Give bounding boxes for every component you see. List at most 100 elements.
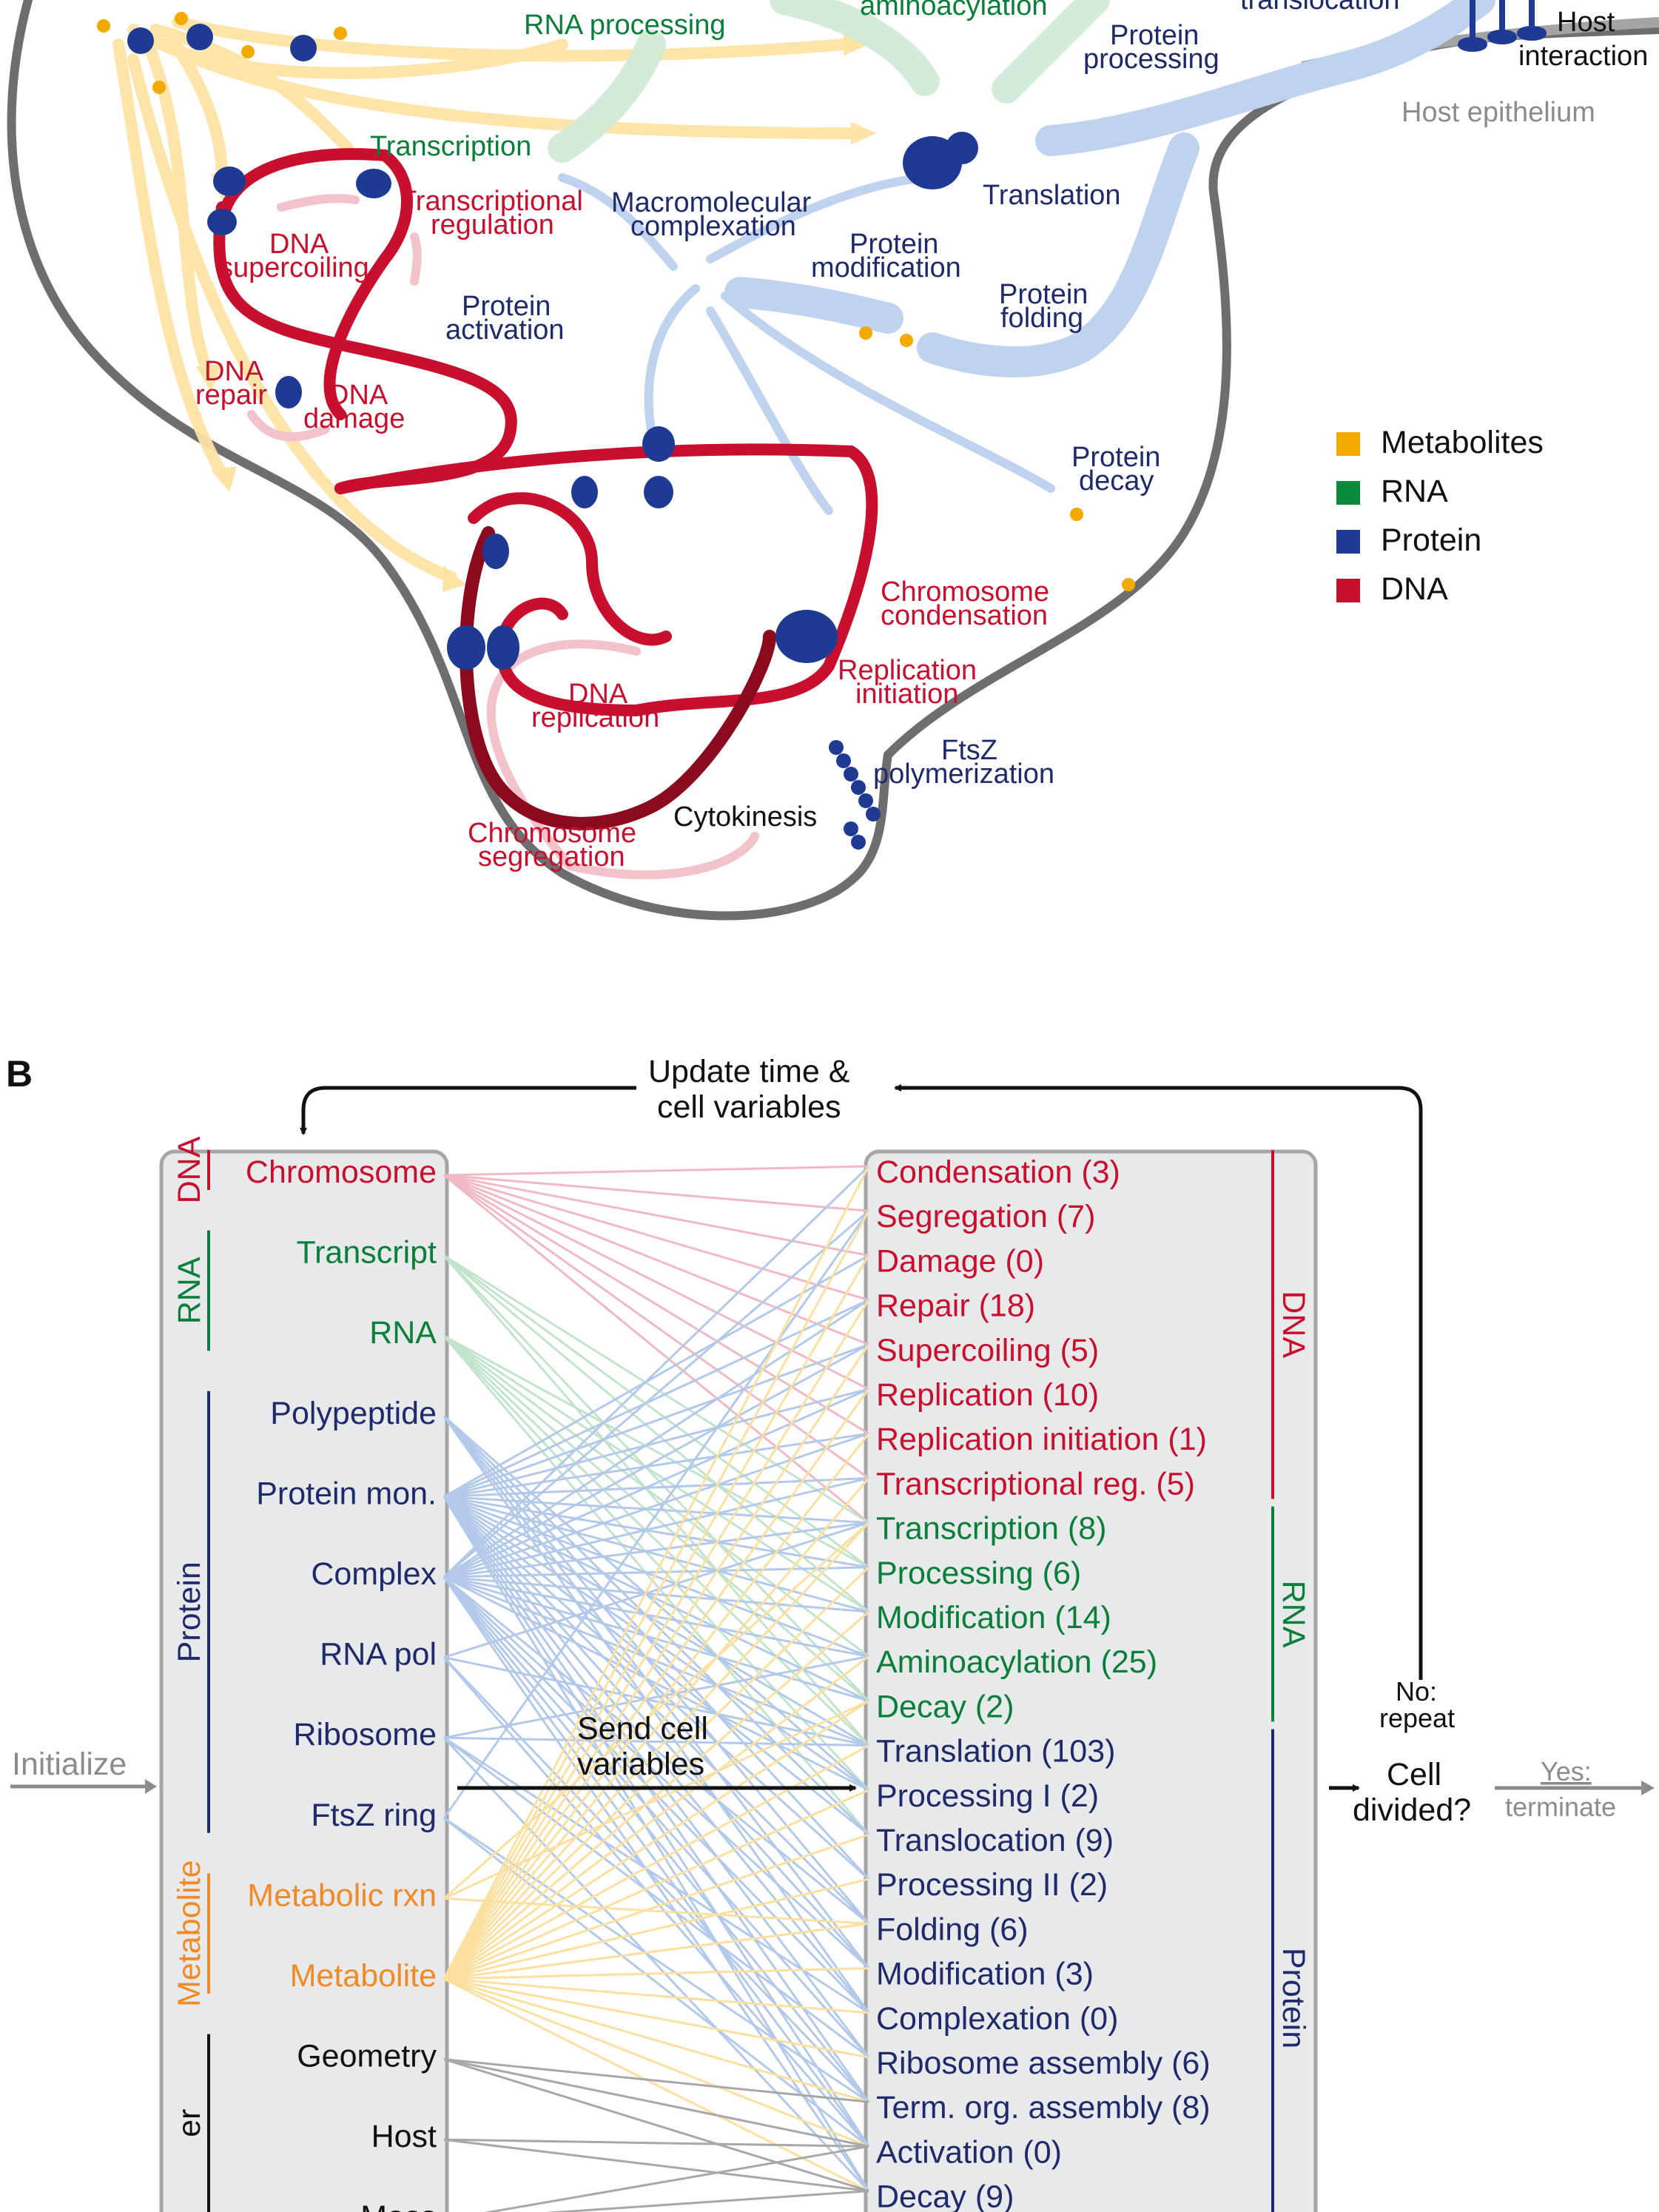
state-label: Metabolic rxn [247, 1877, 437, 1913]
label-protein-folding-1: Protein [999, 279, 1088, 310]
connection-line [443, 2058, 869, 2148]
protein-flux-thin [558, 173, 1055, 515]
legend-label-dna: DNA [1381, 571, 1448, 607]
state-label: Complex [311, 1556, 437, 1592]
connection-line [443, 1165, 869, 1177]
process-label: Decay (9) [876, 2179, 1014, 2212]
label-replication-initiation-2: initiation [855, 679, 958, 710]
connection-line [443, 1977, 869, 2059]
state-label: FtsZ ring [311, 1798, 437, 1833]
legend-swatch-protein [1336, 530, 1360, 554]
connection-line [442, 1566, 870, 1980]
state-group-label: Protein [172, 1561, 207, 1662]
connection-line [442, 1496, 870, 2192]
no-label-1: No: [1396, 1676, 1437, 1707]
metabolite-dots [97, 12, 1135, 591]
label-dna-repair-1: DNA [204, 356, 264, 387]
process-label: Processing I (2) [876, 1778, 1099, 1814]
state-label: RNA pol [320, 1637, 437, 1673]
label-dna-damage-2: damage [303, 403, 405, 434]
connection-line [443, 1977, 869, 2103]
label-protein-folding-2: folding [1000, 303, 1083, 334]
connection-line [442, 1522, 870, 1980]
connection-lines [442, 1165, 870, 2212]
connection-line [443, 1736, 869, 1747]
update-label-1: Update time & [648, 1054, 850, 1089]
state-label: Protein mon. [256, 1476, 437, 1511]
label-dna-replication-2: replication [531, 702, 659, 733]
update-loop-arrow [894, 1084, 1423, 1680]
connection-line [443, 1495, 869, 1524]
state-group-label: er [172, 2109, 207, 2137]
connection-line [443, 1388, 869, 1579]
connection-line [443, 1334, 869, 1569]
connection-line [442, 1210, 870, 1819]
connection-line [443, 1522, 869, 1900]
state-label: Polypeptide [270, 1396, 437, 1431]
connection-line [443, 1522, 869, 1579]
process-label: Decay (2) [876, 1689, 1014, 1724]
connection-line [443, 1833, 869, 1980]
terminate-arrowhead [1641, 1781, 1655, 1795]
label-dna-supercoiling-2: supercoiling [219, 252, 369, 283]
connection-line [442, 1433, 870, 1980]
update-label-2: cell variables [657, 1089, 841, 1125]
connection-line [443, 1335, 869, 1658]
process-group-label: Protein [1276, 1948, 1311, 2048]
connection-line [443, 1174, 869, 1435]
connection-line [443, 1174, 869, 1524]
connection-line [443, 1476, 869, 1579]
connection-line [443, 1744, 869, 1980]
connection-line [442, 1254, 870, 1980]
connection-line [443, 1977, 869, 2192]
connection-line [443, 1655, 869, 1980]
connection-line [443, 1174, 869, 1212]
state-label: Transcript [296, 1235, 437, 1271]
connection-line [443, 1174, 869, 1391]
process-label: Aminoacylation (25) [876, 1644, 1157, 1680]
connection-line [443, 1736, 869, 2014]
connection-line [443, 1495, 869, 1658]
label-macromolecular-complexation-1: Macromolecular [611, 187, 812, 218]
yes-label-1: Yes: [1541, 1756, 1592, 1786]
connection-line [443, 1174, 869, 1346]
connection-line [443, 1335, 869, 1702]
process-label: Term. org. assembly (8) [876, 2090, 1211, 2125]
label-protein-processing-2: processing [1083, 44, 1219, 75]
label-transcriptional-regulation-2: regulation [431, 209, 554, 241]
label-ftsz-polymerization-2: polymerization [873, 759, 1054, 790]
state-group-label: RNA [172, 1257, 207, 1324]
connection-line [443, 1254, 869, 1569]
connection-line [442, 1210, 870, 1980]
state-variable-labels: ChromosomeTranscriptRNAPolypeptideProtei… [246, 1154, 437, 2212]
process-label: Processing II (2) [876, 1867, 1108, 1903]
connection-line [443, 1877, 869, 1980]
process-module-labels: Condensation (3)Segregation (7)Damage (0… [876, 1154, 1211, 2212]
label-dna-repair-2: repair [195, 380, 267, 411]
label-dna-damage-1: DNA [329, 380, 388, 411]
connection-line [443, 1299, 869, 1498]
label-interaction: interaction [1518, 41, 1648, 72]
connection-line [443, 1737, 869, 2059]
process-label: Processing (6) [876, 1556, 1081, 1591]
connection-line [443, 1476, 869, 1498]
connection-line [442, 1335, 870, 1791]
connection-line [442, 1299, 870, 1980]
connection-line [443, 1922, 869, 1980]
label-chromosome-segregation-1: Chromosome [468, 818, 636, 849]
connection-line [443, 1334, 869, 1613]
legend-label-protein: Protein [1381, 522, 1481, 558]
connection-line [443, 1174, 869, 1302]
label-transcriptional-regulation-1: Transcriptional [400, 186, 583, 217]
cell-divided-label-1: Cell [1387, 1757, 1441, 1792]
connection-line [443, 1656, 869, 1747]
connection-line [443, 1789, 869, 1980]
process-label: Repair (18) [876, 1288, 1035, 1324]
connection-line [443, 1210, 869, 1579]
send-label-2: variables [577, 1747, 704, 1782]
connection-line [443, 1254, 869, 1498]
connection-line [442, 1343, 870, 1980]
label-protein-activation-1: Protein [462, 291, 551, 322]
label-protein-decay-1: Protein [1071, 442, 1160, 473]
connection-line [442, 1254, 870, 1702]
